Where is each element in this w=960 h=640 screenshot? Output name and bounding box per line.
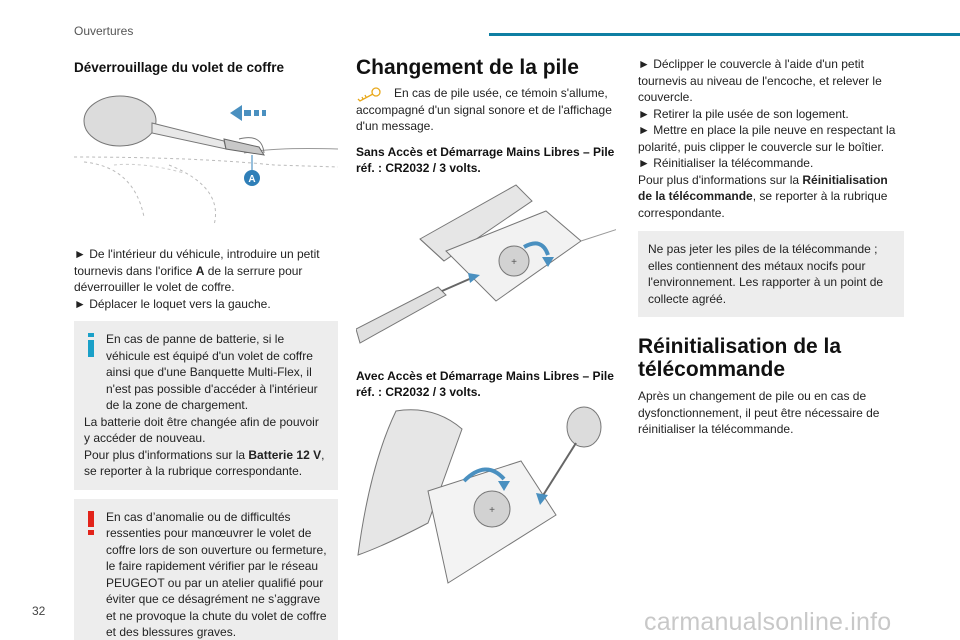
step-battery-2: ► Retirer la pile usée de son logement. (638, 106, 849, 121)
column-battery-steps: ► Déclipper le couvercle à l'aide d'un p… (638, 56, 904, 438)
remote-battery-illustration-2: + (357, 406, 602, 584)
column-battery-change: Changement de la pile En cas de pile usé… (355, 56, 619, 590)
reset-reference-text: Pour plus d'informations sur la Réinitia… (638, 172, 888, 220)
svg-text:A: A (248, 174, 255, 185)
battery-warning-intro: En cas de pile usée, ce témoin s'allume,… (356, 85, 616, 135)
info-note-text-1: En cas de panne de batterie, si le véhic… (106, 332, 318, 412)
header-section-title: Ouvertures (74, 24, 134, 38)
info-note-text-3: Pour plus d'informations sur la Batterie… (84, 447, 325, 479)
battery-intro-text: En cas de pile usée, ce témoin s'allume,… (356, 86, 612, 134)
section-title-trunk-unlock: Déverrouillage du volet de coffre (74, 60, 285, 75)
environment-note-text: Ne pas jeter les piles de la télécommand… (648, 242, 884, 306)
subheading-without-keyless: Sans Accès et Démarrage Mains Libres – P… (356, 144, 615, 176)
header-accent-bar (489, 33, 960, 36)
watermark: carmanualsonline.info (644, 608, 892, 636)
remote-reset-text: Après un changement de pile ou en cas de… (638, 389, 880, 437)
section-title-remote-reset: Réinitialisation de la télécommande (638, 335, 842, 382)
section-title-battery-change: Changement de la pile (356, 56, 579, 79)
info-icon (88, 333, 94, 357)
step-battery-3: ► Mettre en place la pile neuve en respe… (638, 123, 896, 154)
step-trunk-unlock-2: ► Déplacer le loquet vers la gauche. (74, 296, 271, 311)
trunk-lock-illustration: A (73, 95, 339, 226)
warning-note-text: En cas d’anomalie ou de difficultés ress… (106, 509, 327, 640)
subheading-with-keyless: Avec Accès et Démarrage Mains Libres – P… (356, 368, 614, 400)
remote-battery-illustration-1: + (355, 183, 619, 344)
figure-marker-a (244, 170, 260, 186)
warning-icon (88, 510, 94, 535)
page-number: 32 (32, 604, 46, 618)
step-trunk-unlock-1: ► De l'intérieur du véhicule, introduire… (74, 247, 320, 294)
warning-note-trunk: En cas d’anomalie ou de difficultés ress… (74, 498, 338, 640)
environment-note: Ne pas jeter les piles de la télécommand… (638, 231, 904, 317)
column-trunk-unlock: Déverrouillage du volet de coffre A ► De… (73, 56, 339, 640)
step-battery-4: ► Réinitialiser la télécommande. (638, 156, 814, 170)
svg-text:+: + (511, 257, 517, 268)
step-battery-1: ► Déclipper le couvercle à l'aide d'un p… (638, 57, 882, 104)
info-note-battery: En cas de panne de batterie, si le véhic… (74, 321, 338, 490)
info-note-text-2: La batterie doit être changée afin de po… (84, 414, 319, 446)
key-battery-warning-icon (357, 87, 381, 102)
svg-text:+: + (489, 505, 495, 516)
